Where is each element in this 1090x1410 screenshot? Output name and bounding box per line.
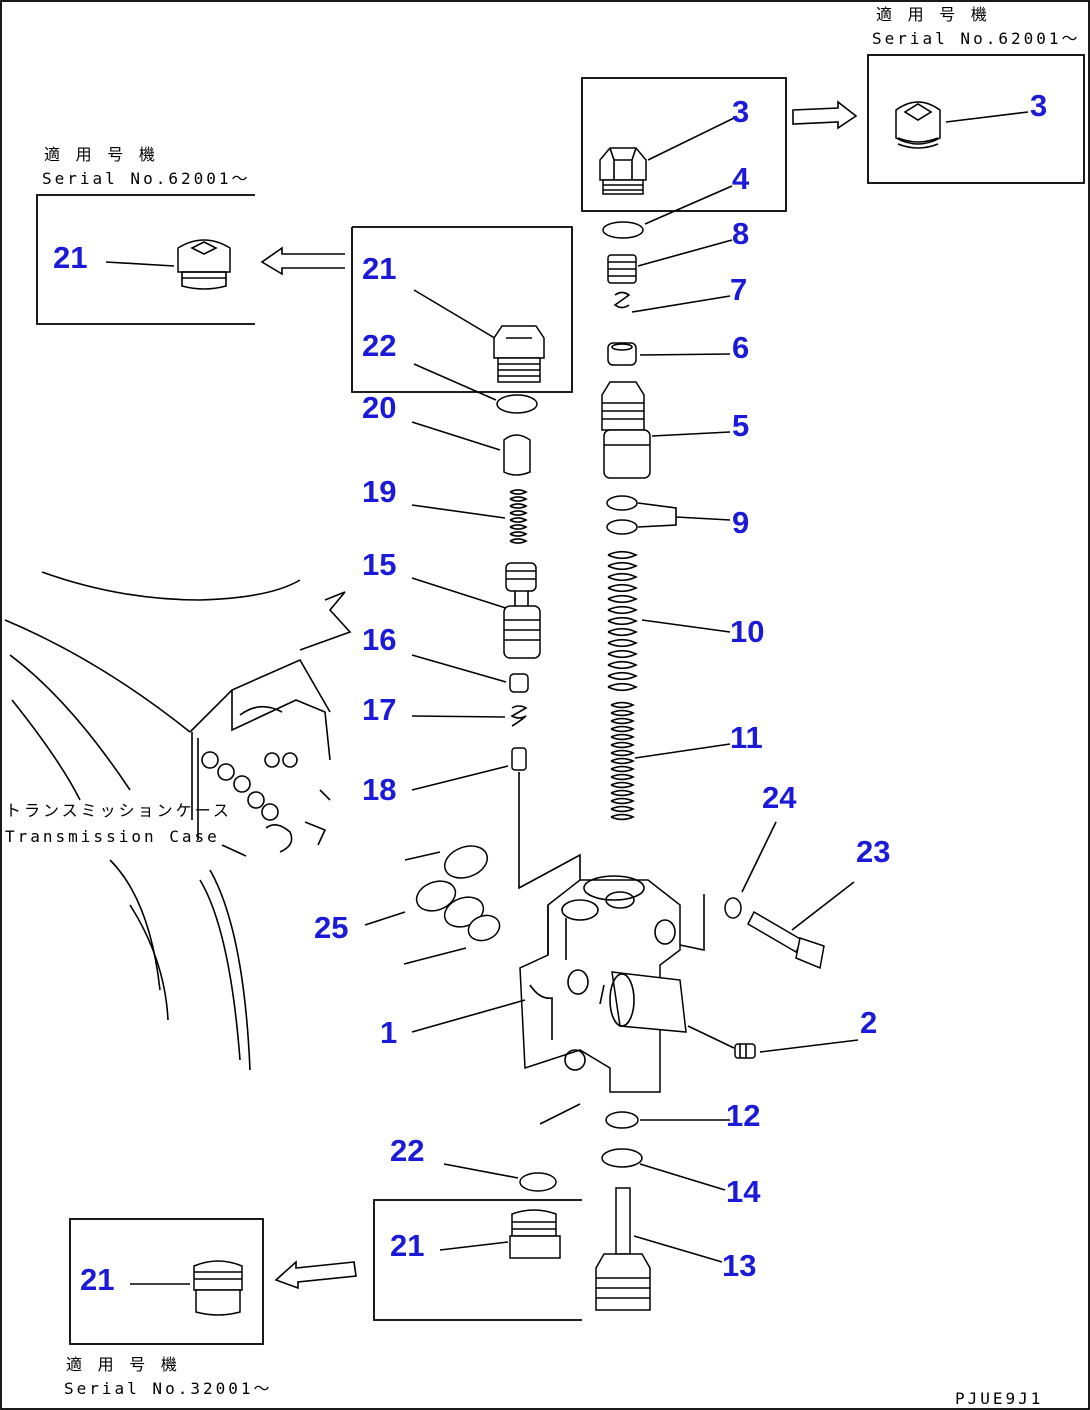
- callout-6: 6: [732, 330, 749, 365]
- callout-3-variant: 3: [1030, 88, 1047, 123]
- leader-part-18: [518, 772, 581, 900]
- variant-box-top-left: [36, 194, 255, 325]
- note-top-right-jp: 適 用 号 機: [876, 5, 990, 24]
- oring-part-22-bottom: [519, 1172, 557, 1192]
- note-top-left-serial: Serial No.62001～: [42, 169, 251, 188]
- callout-8: 8: [732, 216, 749, 251]
- plug-part-3-variant: [895, 101, 941, 149]
- callout-9: 9: [732, 505, 749, 540]
- orings-part-9: [606, 495, 638, 535]
- callout-21-variant-top: 21: [53, 240, 87, 275]
- callout-17: 17: [362, 692, 396, 727]
- spring-part-7: [613, 291, 631, 309]
- label-case-jp: トランスミッションケース: [5, 801, 232, 820]
- oring-part-14: [601, 1148, 643, 1168]
- box-part-21-top: [351, 226, 573, 393]
- callout-16: 16: [362, 622, 396, 657]
- spring-part-17: [510, 705, 528, 727]
- spring-part-11: [610, 701, 636, 821]
- part-15: [503, 562, 541, 659]
- plug-part-3: [599, 147, 647, 195]
- note-bottom-left-serial: Serial No.32001～: [64, 1379, 273, 1398]
- callout-10: 10: [730, 614, 764, 649]
- callout-23: 23: [856, 834, 890, 869]
- callout-21-bottom: 21: [390, 1228, 424, 1263]
- callout-13: 13: [722, 1248, 756, 1283]
- bolt-part-23: [747, 910, 825, 970]
- plug-part-21-top: [493, 325, 545, 383]
- callout-22-top: 22: [362, 328, 396, 363]
- transmission-case-sketch: [4, 571, 352, 1071]
- arrow-left-top: [260, 246, 345, 276]
- oring-part-22-top: [496, 394, 538, 414]
- variant-box-top-right: [867, 54, 1085, 184]
- note-bottom-left-jp: 適 用 号 機: [66, 1355, 180, 1374]
- note-top-left-jp: 適 用 号 機: [44, 145, 158, 164]
- oring-part-4: [602, 221, 644, 239]
- part-16: [509, 673, 529, 693]
- part-8: [607, 254, 637, 284]
- callout-12: 12: [726, 1098, 760, 1133]
- box-part-21-bottom: [373, 1199, 582, 1321]
- part-5: [601, 381, 651, 479]
- spring-part-19: [509, 489, 528, 544]
- callout-20: 20: [362, 390, 396, 425]
- callout-22-bottom: 22: [390, 1133, 424, 1168]
- part-12: [605, 1111, 639, 1129]
- callout-3: 3: [732, 94, 749, 129]
- callout-21-variant-bottom: 21: [80, 1262, 114, 1297]
- part-2: [734, 1043, 756, 1059]
- drawing-code: PJUE9J1: [955, 1389, 1043, 1408]
- callout-21-top: 21: [362, 251, 396, 286]
- callout-19: 19: [362, 474, 396, 509]
- part-6: [607, 342, 637, 366]
- callout-2: 2: [860, 1005, 877, 1040]
- orings-part-25: [403, 845, 501, 965]
- box-part-3: [581, 77, 787, 212]
- valve-body-part-1: [519, 875, 687, 1093]
- callout-14: 14: [726, 1174, 761, 1209]
- callout-4: 4: [732, 161, 750, 196]
- callout-1: 1: [380, 1015, 397, 1050]
- callout-18: 18: [362, 772, 396, 807]
- arrow-left-bottom: [274, 1260, 357, 1290]
- note-top-right-serial: Serial No.62001～: [872, 29, 1081, 48]
- callout-11: 11: [730, 720, 763, 755]
- plug-part-21-bottom: [509, 1209, 561, 1259]
- plug-part-21-variant-top: [177, 239, 231, 290]
- washer-part-24: [724, 897, 742, 919]
- callout-15: 15: [362, 547, 396, 582]
- callout-5: 5: [732, 408, 749, 443]
- plug-part-21-variant-bottom: [193, 1260, 243, 1316]
- callout-7: 7: [730, 272, 747, 307]
- part-18: [511, 747, 527, 771]
- part-20: [503, 434, 531, 476]
- label-case-en: Transmission Case: [5, 827, 220, 846]
- part-13: [595, 1187, 651, 1311]
- callout-25: 25: [314, 910, 348, 945]
- variant-box-bottom-left: [69, 1218, 264, 1345]
- arrow-right: [792, 100, 858, 130]
- callout-24: 24: [762, 780, 797, 815]
- spring-part-10: [607, 550, 638, 692]
